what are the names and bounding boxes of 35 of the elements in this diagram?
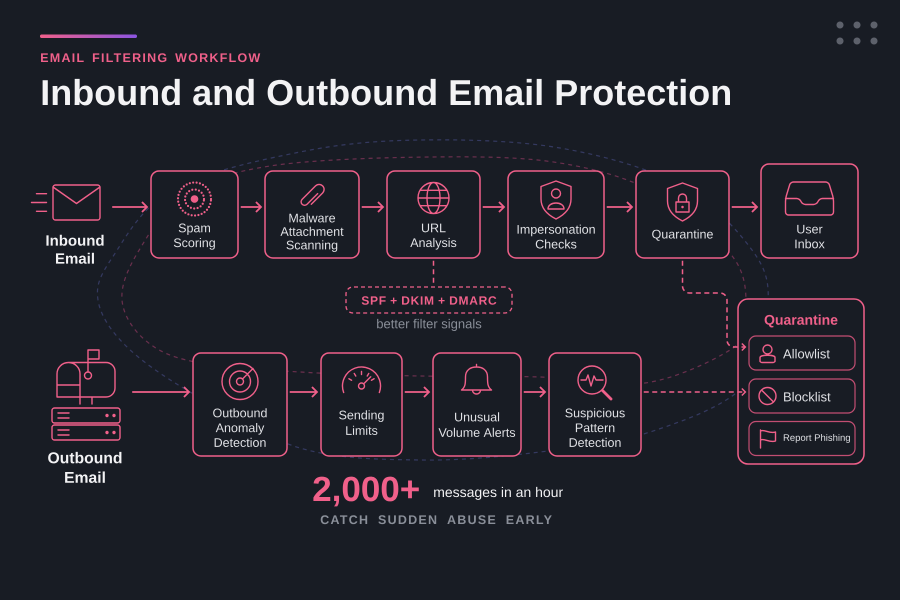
source-label: Outbound Email — [48, 452, 122, 483]
arrow — [732, 201, 758, 213]
tagline: CATCH SUDDEN ABUSE EARLY — [320, 515, 552, 524]
process-box: Unusual Volume Alerts — [432, 352, 522, 457]
item-box: Allowlist — [748, 335, 856, 371]
arrow — [240, 201, 262, 213]
process-box: URL Analysis — [386, 170, 481, 259]
dashed-box: SPF + DKIM + DMARC — [345, 286, 513, 314]
arrow — [112, 201, 148, 213]
arrow — [682, 260, 746, 352]
arrow — [362, 201, 384, 213]
arrow — [290, 386, 318, 398]
item-box: Blocklist — [748, 378, 856, 414]
eyebrow-text: EMAIL FILTERING WORKFLOW — [41, 53, 260, 62]
stat-number: 2,000+ — [313, 476, 419, 506]
title: Inbound and Outbound Email Protection — [42, 78, 730, 106]
process-box: Sending Limits — [320, 352, 403, 457]
process-box: Malware Attachment Scanning — [264, 170, 360, 259]
connector-line — [432, 260, 434, 284]
arrow — [644, 388, 746, 396]
process-box: User Inbox — [760, 163, 859, 259]
note-text: better filter signals — [377, 318, 482, 331]
process-box: Outbound Anomaly Detection — [192, 352, 288, 457]
arrow — [482, 201, 506, 213]
item-box: Report Phishing — [748, 420, 856, 456]
process-box: Impersonation Checks — [507, 170, 605, 259]
arrow — [606, 201, 634, 213]
source-label: Inbound Email — [46, 234, 104, 264]
process-box: Quarantine — [635, 170, 730, 259]
arrow — [404, 386, 430, 398]
arrow — [132, 386, 190, 398]
arrow — [524, 386, 546, 398]
process-box: Spam Scoring — [150, 170, 239, 259]
process-box: Suspicious Pattern Detection — [548, 352, 642, 457]
stat-text: messages in an hour — [434, 486, 563, 500]
